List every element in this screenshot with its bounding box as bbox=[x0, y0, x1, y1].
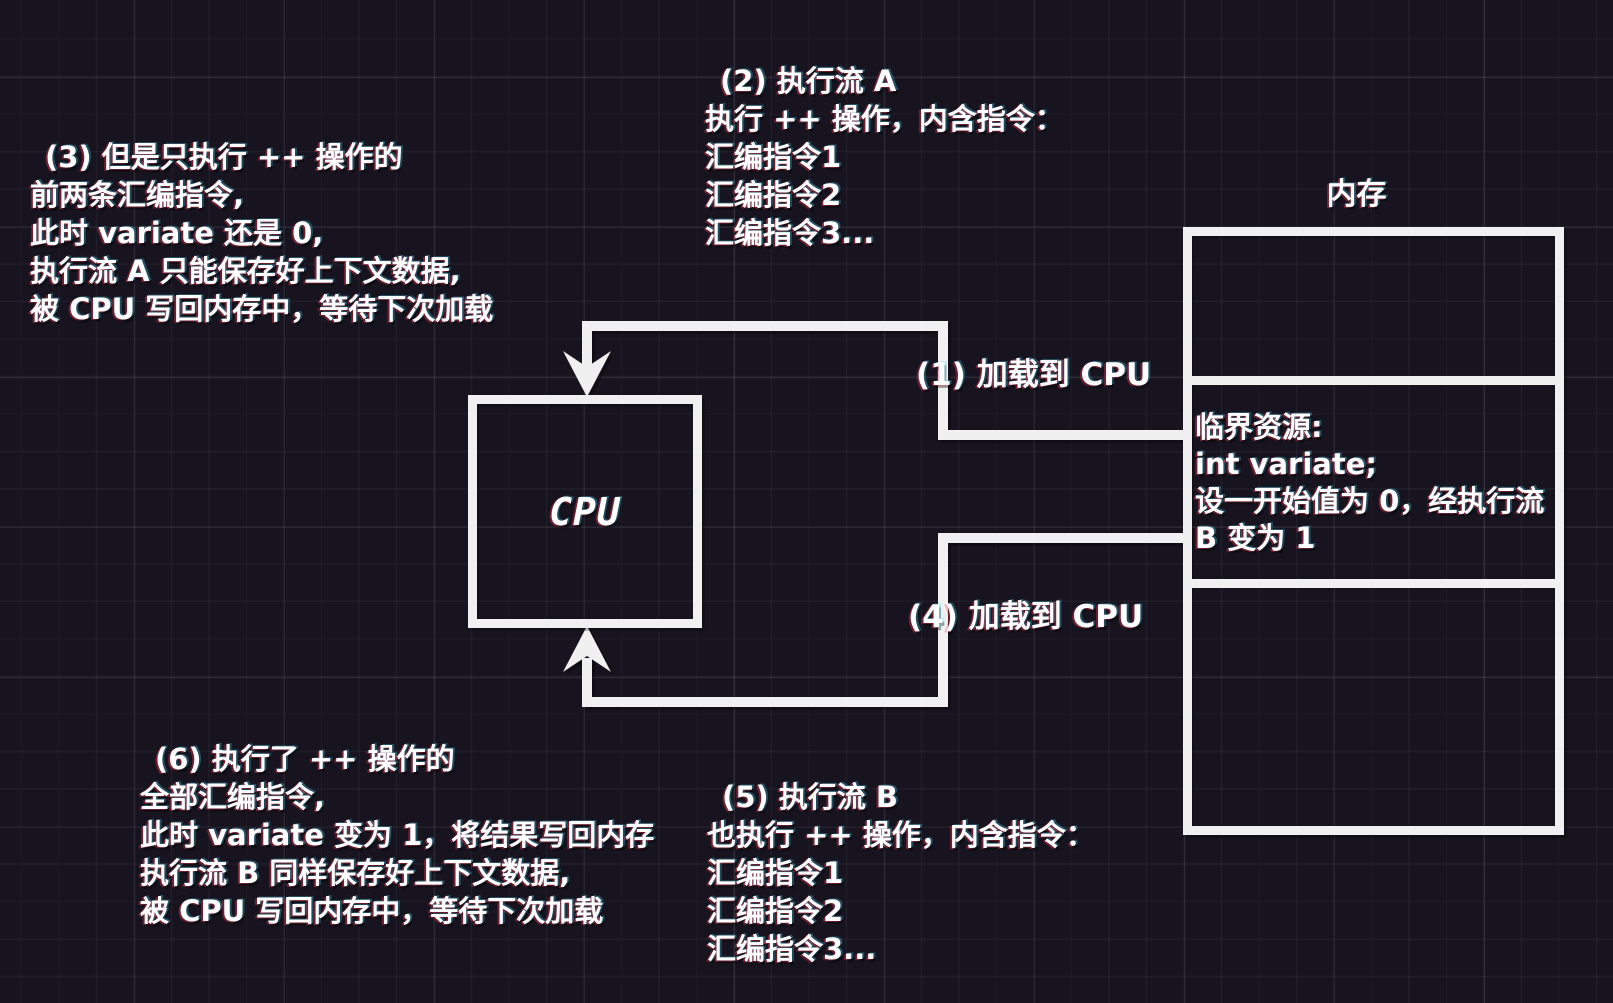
note-line: 此时 variate 还是 0, bbox=[30, 216, 324, 250]
critical-line: B 变为 1 bbox=[1195, 521, 1316, 555]
note-line: 执行流 B 同样保存好上下文数据, bbox=[140, 856, 571, 890]
critical-line: int variate; bbox=[1195, 447, 1377, 481]
note-line: 汇编指令3... bbox=[707, 932, 877, 966]
memory-box: 临界资源: int variate; 设一开始值为 0，经执行流 B 变为 1 bbox=[1183, 227, 1564, 835]
label-load-to-cpu-1: (1) 加载到 CPU bbox=[916, 357, 1152, 393]
note-flow-a: (2) 执行流 A 执行 ++ 操作，内含指令： 汇编指令1 汇编指令2 汇编指… bbox=[705, 62, 1064, 252]
label-load-to-cpu-4: (4) 加载到 CPU bbox=[908, 599, 1144, 635]
note-line: 也执行 ++ 操作，内含指令： bbox=[707, 818, 1095, 852]
note-line: 汇编指令2 bbox=[705, 178, 842, 212]
critical-resource-text: 临界资源: int variate; 设一开始值为 0，经执行流 B 变为 1 bbox=[1195, 409, 1544, 557]
note-line: (6) 执行了 ++ 操作的 bbox=[155, 742, 455, 776]
note-line: 执行流 A 只能保存好上下文数据, bbox=[30, 254, 461, 288]
note-line: 汇编指令1 bbox=[705, 140, 842, 174]
critical-line: 临界资源: bbox=[1195, 410, 1323, 444]
note-line: 汇编指令2 bbox=[707, 894, 844, 928]
arrowhead-up-icon bbox=[563, 626, 611, 672]
note-line: 汇编指令3... bbox=[705, 216, 875, 250]
memory-section-bottom bbox=[1192, 588, 1555, 826]
note-step-3: (3) 但是只执行 ++ 操作的 前两条汇编指令, 此时 variate 还是 … bbox=[30, 138, 493, 328]
memory-divider bbox=[1191, 579, 1556, 588]
note-line: 执行 ++ 操作，内含指令： bbox=[705, 102, 1064, 136]
cpu-label: CPU bbox=[549, 489, 621, 534]
note-line: 全部汇编指令, bbox=[140, 780, 326, 814]
memory-section-top bbox=[1192, 236, 1555, 376]
note-line: 被 CPU 写回内存中，等待下次加载 bbox=[140, 894, 604, 928]
note-step-6: (6) 执行了 ++ 操作的 全部汇编指令, 此时 variate 变为 1，将… bbox=[140, 740, 654, 930]
memory-section-critical: 临界资源: int variate; 设一开始值为 0，经执行流 B 变为 1 bbox=[1192, 385, 1555, 579]
note-line: (5) 执行流 B bbox=[722, 780, 898, 814]
note-flow-b: (5) 执行流 B 也执行 ++ 操作，内含指令： 汇编指令1 汇编指令2 汇编… bbox=[707, 778, 1095, 968]
note-line: (3) 但是只执行 ++ 操作的 bbox=[45, 140, 403, 174]
memory-divider bbox=[1191, 376, 1556, 385]
note-line: 前两条汇编指令, bbox=[30, 178, 245, 212]
note-line: 被 CPU 写回内存中，等待下次加载 bbox=[30, 292, 494, 326]
note-line: (2) 执行流 A bbox=[720, 64, 897, 98]
cpu-box: CPU bbox=[468, 395, 702, 628]
note-line: 此时 variate 变为 1，将结果写回内存 bbox=[140, 818, 655, 852]
critical-line: 设一开始值为 0，经执行流 bbox=[1195, 484, 1545, 518]
memory-title: 内存 bbox=[1326, 177, 1387, 212]
note-line: 汇编指令1 bbox=[707, 856, 844, 890]
arrowhead-down-icon bbox=[563, 351, 611, 397]
